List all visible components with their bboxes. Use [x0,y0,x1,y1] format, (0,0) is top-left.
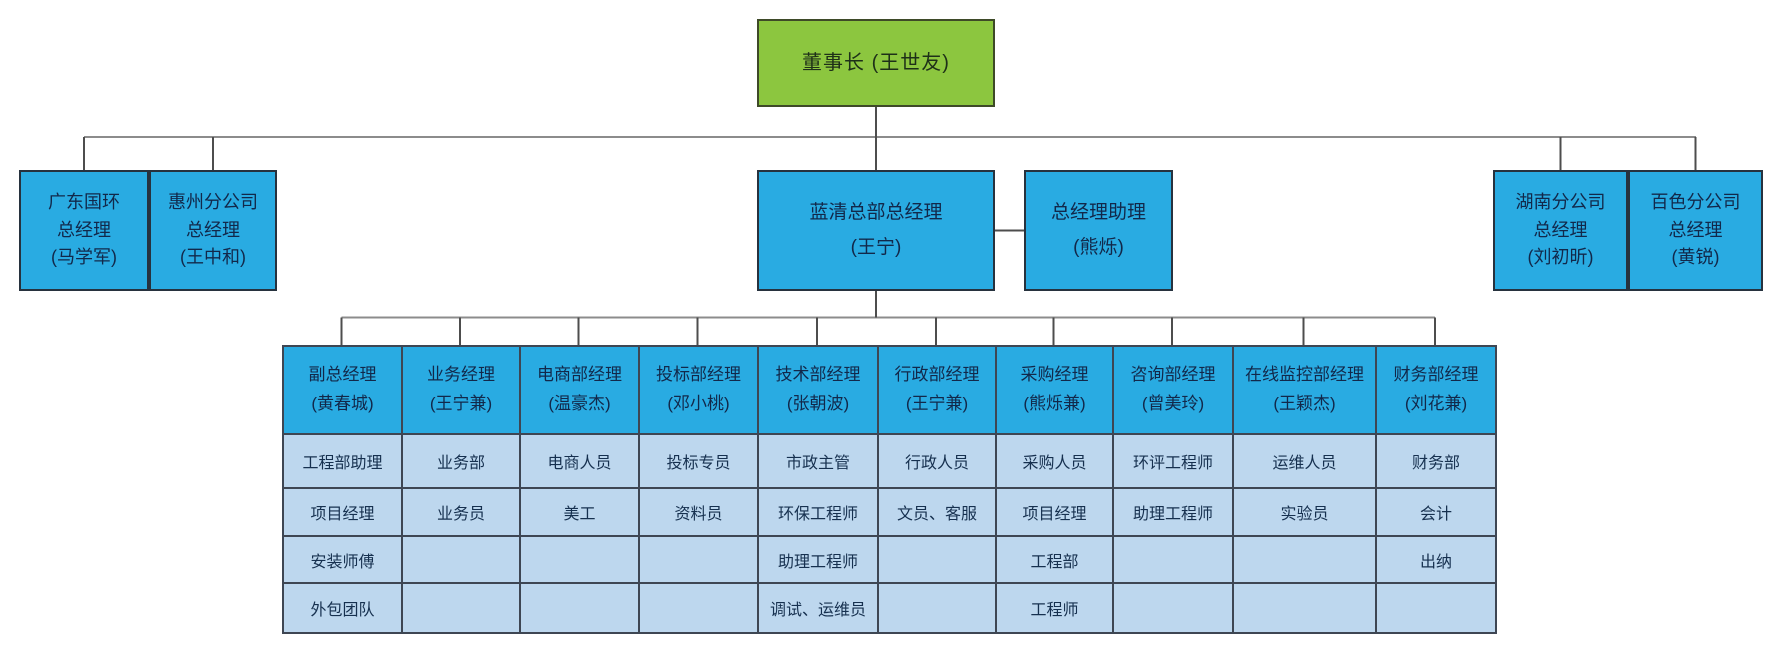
dept-header-admin-mgr: 行政部经理 (王宁兼) [879,347,997,435]
department-table: 副总经理 (黄春城) 业务经理 (王宁兼) 电商部经理 (温豪杰) 投标部经理 … [282,345,1497,634]
dept-header-finance-mgr: 财务部经理 (刘花兼) [1377,347,1497,435]
dept-cell [640,584,759,634]
dept-header-technical-mgr: 技术部经理 (张朝波) [759,347,879,435]
dept-cell: 工程师 [997,584,1114,634]
dept-cell: 会计 [1377,489,1497,537]
dept-header-vice-gm: 副总经理 (黄春城) [284,347,403,435]
dept-cell [879,537,997,584]
dept-cell [640,537,759,584]
dept-cell [403,584,521,634]
dept-cell: 业务部 [403,435,521,489]
node-baise-branch-gm: 百色分公司 总经理 (黄锐) [1628,170,1763,291]
dept-cell: 业务员 [403,489,521,537]
dept-cell [1377,584,1497,634]
dept-cell: 工程部 [997,537,1114,584]
dept-cell [1114,584,1234,634]
dept-cell [403,537,521,584]
node-chairman: 董事长 (王世友) [757,19,995,107]
dept-header-ecommerce-mgr: 电商部经理 (温豪杰) [521,347,640,435]
node-lanqing-hq-gm: 蓝清总部总经理 (王宁) [757,170,995,291]
dept-cell: 安装师傅 [284,537,403,584]
dept-cell: 助理工程师 [1114,489,1234,537]
dept-header-monitoring-mgr: 在线监控部经理 (王颖杰) [1234,347,1377,435]
dept-cell [879,584,997,634]
dept-header-bidding-mgr: 投标部经理 (邓小桃) [640,347,759,435]
dept-cell: 行政人员 [879,435,997,489]
dept-cell [1234,584,1377,634]
dept-cell [521,584,640,634]
dept-cell: 采购人员 [997,435,1114,489]
dept-header-business-mgr: 业务经理 (王宁兼) [403,347,521,435]
dept-cell: 外包团队 [284,584,403,634]
node-guangdong-guohuan-gm: 广东国环 总经理 (马学军) [19,170,149,291]
dept-cell: 工程部助理 [284,435,403,489]
dept-cell: 调试、运维员 [759,584,879,634]
dept-cell: 文员、客服 [879,489,997,537]
dept-cell: 环保工程师 [759,489,879,537]
dept-cell: 实验员 [1234,489,1377,537]
dept-cell: 运维人员 [1234,435,1377,489]
dept-cell: 项目经理 [997,489,1114,537]
node-gm-assistant: 总经理助理 (熊烁) [1024,170,1173,291]
dept-cell: 市政主管 [759,435,879,489]
dept-cell: 项目经理 [284,489,403,537]
dept-cell: 投标专员 [640,435,759,489]
dept-header-procurement-mgr: 采购经理 (熊烁兼) [997,347,1114,435]
dept-cell: 出纳 [1377,537,1497,584]
dept-cell: 美工 [521,489,640,537]
dept-cell [1234,537,1377,584]
dept-cell: 资料员 [640,489,759,537]
dept-cell: 环评工程师 [1114,435,1234,489]
dept-header-consulting-mgr: 咨询部经理 (曾美玲) [1114,347,1234,435]
node-hunan-branch-gm: 湖南分公司 总经理 (刘初昕) [1493,170,1628,291]
dept-cell [521,537,640,584]
dept-cell: 财务部 [1377,435,1497,489]
dept-cell [1114,537,1234,584]
dept-cell: 助理工程师 [759,537,879,584]
dept-cell: 电商人员 [521,435,640,489]
node-huizhou-branch-gm: 惠州分公司 总经理 (王中和) [149,170,277,291]
